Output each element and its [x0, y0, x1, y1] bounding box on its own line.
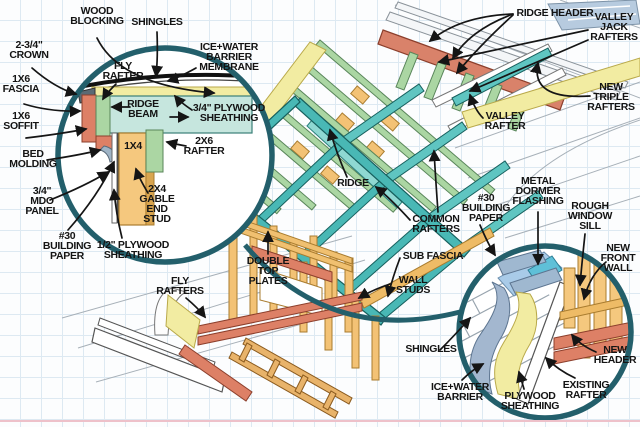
label-mdo-panel: 3/4" MDO PANEL: [25, 185, 59, 217]
label-new-header: NEW HEADER: [593, 344, 637, 366]
label-building-paper-right: #30 BUILDING PAPER: [461, 192, 511, 224]
label-crown: 2-3/4" CROWN: [9, 39, 49, 61]
label-1x6-fascia: 1X6 FASCIA: [2, 73, 40, 95]
label-valley-jack-rafters: VALLEY JACK RAFTERS: [590, 11, 638, 43]
label-building-paper-left: #30 BUILDING PAPER: [42, 230, 92, 262]
label-existing-rafter: EXISTING RAFTER: [562, 379, 610, 401]
label-double-top-plates: DOUBLE TOP PLATES: [246, 255, 290, 287]
label-wood-blocking: WOOD BLOCKING: [70, 5, 124, 27]
label-ridge-header: RIDGE HEADER: [516, 7, 594, 19]
label-1x4: 1X4: [124, 140, 142, 152]
notebook-rule-line: [0, 420, 640, 422]
label-plywood-3-4: 3/4" PLYWOOD SHEATHING: [192, 102, 266, 124]
label-new-triple-rafters: NEW TRIPLE RAFTERS: [587, 81, 635, 113]
label-ridge: RIDGE: [337, 177, 369, 189]
label-common-rafters: COMMON RAFTERS: [412, 213, 460, 235]
label-rough-window-sill: ROUGH WINDOW SILL: [567, 200, 613, 232]
label-wall-studs: WALL STUDS: [395, 274, 431, 296]
label-2x4-gable-end-stud: 2X4 GABLE END STUD: [139, 183, 175, 225]
label-fly-rafters: FLY RAFTERS: [156, 275, 204, 297]
label-2x6-rafter: 2X6 RAFTER: [183, 135, 225, 157]
label-shingles-left: SHINGLES: [131, 16, 183, 28]
inset-connector-curve: [243, 243, 461, 323]
label-new-front-wall: NEW FRONT WALL: [600, 242, 636, 274]
label-fly-rafter: FLY RAFTER: [102, 60, 144, 82]
left-detail-inset: [55, 45, 275, 265]
label-sub-fascia: SUB FASCIA: [402, 250, 464, 262]
label-valley-rafter: VALLEY RAFTER: [484, 110, 526, 132]
label-ice-water-membrane: ICE+WATER BARRIER MEMBRANE: [199, 41, 259, 73]
label-bed-molding: BED MOLDING: [9, 148, 57, 170]
main-roof-valley-assembly: [377, 0, 640, 134]
eave-and-staging: [91, 287, 353, 419]
label-1x6-soffit: 1X6 SOFFIT: [3, 110, 39, 132]
label-metal-dormer-flashing: METAL DORMER FLASHING: [512, 175, 564, 207]
label-plywood-1-2: 1/2" PLYWOOD SHEATHING: [96, 239, 170, 261]
callout-arrows: [23, 13, 607, 390]
label-ice-water-right: ICE+WATER BARRIER: [430, 381, 490, 403]
label-ridge-beam: RIDGE BEAM: [127, 98, 159, 120]
label-plywood-sheathing-right: PLYWOOD SHEATHING: [500, 390, 560, 412]
label-shingles-right: SHINGLES: [405, 343, 457, 355]
